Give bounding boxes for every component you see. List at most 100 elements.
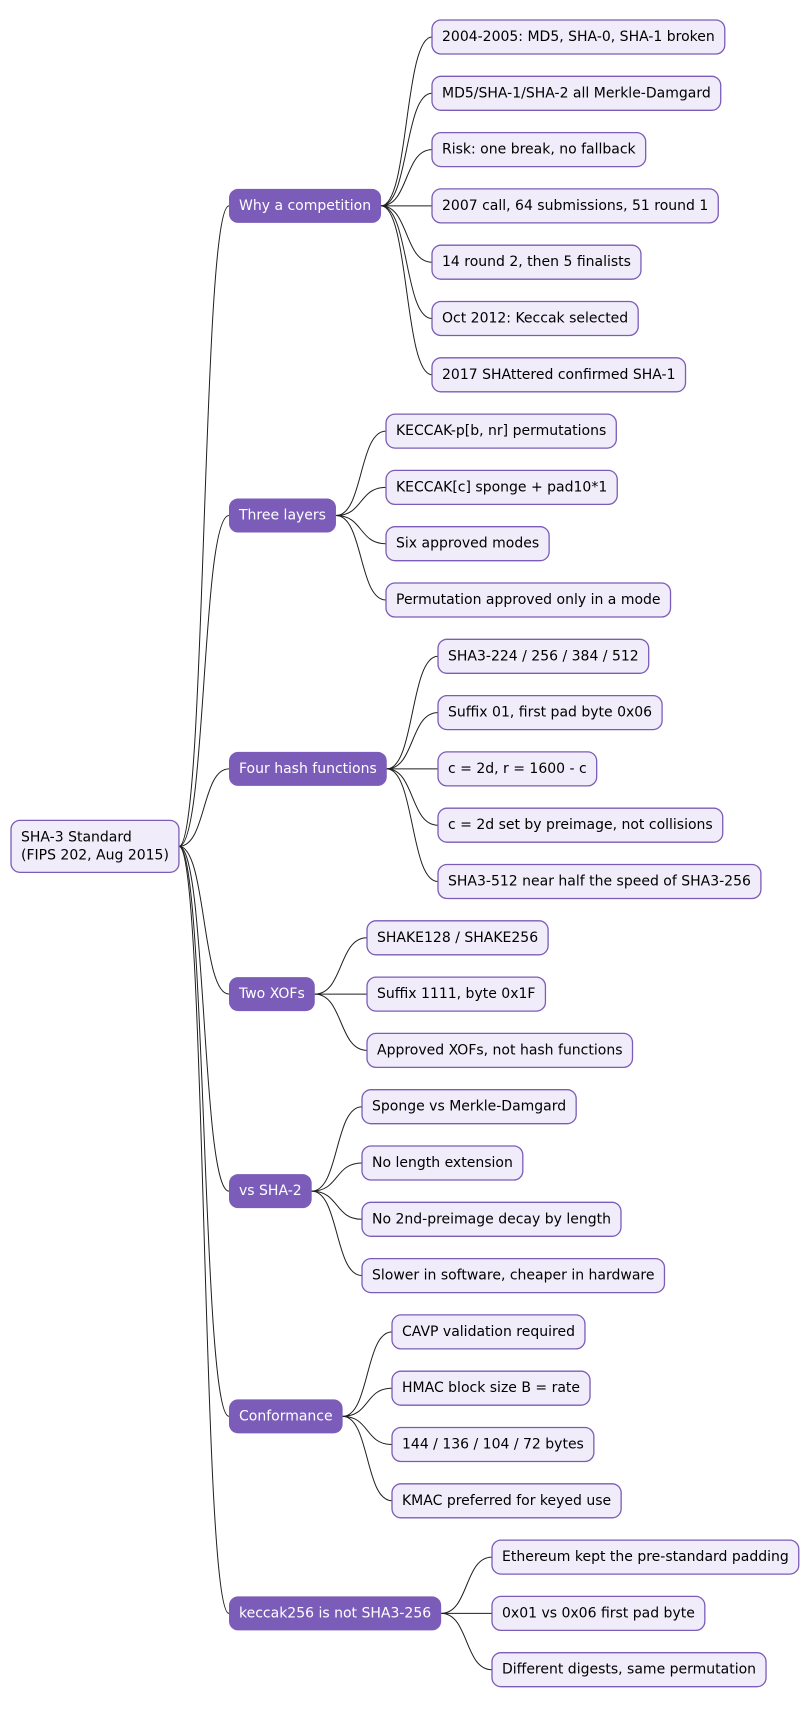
edge-vs-sha-2-0 <box>311 1106 363 1192</box>
leaf-label: 2017 SHAttered confirmed SHA-1 <box>442 367 676 383</box>
branch-conformance: Conformance <box>229 1399 343 1434</box>
edge-root-to-four-hash-functions <box>178 768 230 847</box>
branch-two-xofs-box <box>229 977 315 1012</box>
branch-three-layers-box <box>229 498 336 533</box>
branch-label: keccak256 is not SHA3-256 <box>239 1605 431 1621</box>
leaf-label: c = 2d, r = 1600 - c <box>448 761 587 777</box>
leaf-sponge-vs-merkle-damgard-box <box>361 1089 577 1125</box>
leaf-label: No 2nd-preimage decay by length <box>372 1211 611 1227</box>
leaf-sha3-512-near-half-the-speed-of-sha3-256: SHA3-512 near half the speed of SHA3-256 <box>437 863 762 900</box>
leaf-sha3-224-256-384-512: SHA3-224 / 256 / 384 / 512 <box>437 638 650 674</box>
leaf-144-136-104-72-bytes: 144 / 136 / 104 / 72 bytes <box>391 1426 595 1463</box>
leaf-keccak-c-sponge-pad10-1: KECCAK[c] sponge + pad10*1 <box>385 469 618 506</box>
leaf-2004-2005-md5-sha-0-sha-1-broken: 2004-2005: MD5, SHA-0, SHA-1 broken <box>431 19 726 55</box>
edge-keccak256-is-not-sha3-256-0 <box>441 1556 493 1614</box>
leaf-sha3-224-256-384-512-box <box>437 638 650 674</box>
leaf-c-2d-set-by-preimage-not-collisions: c = 2d set by preimage, not collisions <box>437 807 724 843</box>
leaf-label: 2004-2005: MD5, SHA-0, SHA-1 broken <box>442 29 715 45</box>
edge-root-to-conformance <box>178 845 230 1417</box>
leaf-oct-2012-keccak-selected-box <box>431 300 639 337</box>
edge-conformance-0 <box>342 1331 393 1417</box>
root-node: SHA-3 Standard(FIPS 202, Aug 2015) <box>10 819 180 873</box>
leaf-no-2nd-preimage-decay-by-length-box <box>361 1201 622 1237</box>
leaf-2007-call-64-submissions-51-round-1: 2007 call, 64 submissions, 51 round 1 <box>431 188 719 224</box>
leaf-shake128-shake256: SHAKE128 / SHAKE256 <box>366 920 549 956</box>
leaf-keccak-p-b-nr-permutations-box <box>385 413 617 449</box>
leaf-label: Approved XOFs, not hash functions <box>377 1042 623 1058</box>
leaf-no-2nd-preimage-decay-by-length: No 2nd-preimage decay by length <box>361 1201 622 1237</box>
leaf-c-2d-r-1600-c: c = 2d, r = 1600 - c <box>437 751 598 787</box>
mindmap-nodes: SHA-3 Standard(FIPS 202, Aug 2015) Why a … <box>10 19 800 1688</box>
branch-why-a-competition-box <box>229 188 382 223</box>
leaf-permutation-approved-only-in-a-mode: Permutation approved only in a mode <box>385 582 672 618</box>
edge-conformance-2 <box>342 1415 393 1445</box>
mindmap-edges <box>178 36 493 1671</box>
leaf-sponge-vs-merkle-damgard: Sponge vs Merkle-Damgard <box>361 1089 577 1125</box>
leaf-label: 14 round 2, then 5 finalists <box>442 254 631 270</box>
edge-two-xofs-2 <box>314 993 368 1051</box>
leaf-label: SHA3-512 near half the speed of SHA3-256 <box>448 874 751 890</box>
edge-root-to-three-layers <box>178 515 230 847</box>
leaf-0x01-vs-0x06-first-pad-byte-box <box>491 1595 706 1632</box>
branch-why-a-competition: Why a competition <box>229 188 382 223</box>
leaf-ethereum-kept-the-pre-standard-padding-box <box>491 1539 800 1575</box>
leaf-risk-one-break-no-fallback-box <box>431 131 647 168</box>
leaf-risk-one-break-no-fallback: Risk: one break, no fallback <box>431 131 647 168</box>
leaf-label: MD5/SHA-1/SHA-2 all Merkle-Damgard <box>442 85 711 101</box>
branch-vs-sha-2: vs SHA-2 <box>229 1174 312 1209</box>
leaf-label: KMAC preferred for keyed use <box>402 1493 611 1509</box>
leaf-six-approved-modes: Six approved modes <box>385 526 550 562</box>
branch-keccak256-is-not-sha3-256: keccak256 is not SHA3-256 <box>229 1596 442 1631</box>
leaf-shake128-shake256-box <box>366 920 549 956</box>
edge-why-a-competition-5 <box>381 205 433 319</box>
edge-vs-sha-2-3 <box>311 1190 363 1277</box>
edge-three-layers-3 <box>335 515 387 601</box>
leaf-permutation-approved-only-in-a-mode-box <box>385 582 672 618</box>
leaf-suffix-01-first-pad-byte-0x06: Suffix 01, first pad byte 0x06 <box>437 694 663 731</box>
edge-three-layers-1 <box>335 486 387 517</box>
edge-root-to-vs-sha-2 <box>178 845 230 1192</box>
edge-four-hash-functions-0 <box>386 655 439 770</box>
leaf-no-length-extension: No length extension <box>361 1145 524 1181</box>
leaf-different-digests-same-permutation: Different digests, same permutation <box>491 1652 767 1688</box>
leaf-label: SHA3-224 / 256 / 384 / 512 <box>448 648 639 664</box>
leaf-0x01-vs-0x06-first-pad-byte: 0x01 vs 0x06 first pad byte <box>491 1595 706 1632</box>
root-subtitle: (FIPS 202, Aug 2015) <box>21 847 169 863</box>
branch-vs-sha-2-box <box>229 1174 312 1209</box>
leaf-six-approved-modes-box <box>385 526 550 562</box>
leaf-144-136-104-72-bytes-box <box>391 1426 595 1463</box>
edge-root-to-why-a-competition <box>178 205 230 847</box>
leaf-14-round-2-then-5-finalists: 14 round 2, then 5 finalists <box>431 244 642 280</box>
leaf-label: Different digests, same permutation <box>502 1662 756 1678</box>
leaf-suffix-01-first-pad-byte-0x06-box <box>437 694 663 731</box>
leaf-2017-shattered-confirmed-sha-1-box <box>431 357 687 393</box>
branch-label: Four hash functions <box>239 761 377 777</box>
leaf-label: Slower in software, cheaper in hardware <box>372 1268 654 1284</box>
edge-four-hash-functions-4 <box>386 768 439 882</box>
leaf-label: KECCAK[c] sponge + pad10*1 <box>396 479 607 495</box>
leaf-label: Suffix 1111, byte 0x1F <box>377 986 535 1002</box>
leaf-label: Oct 2012: Keccak selected <box>442 311 628 327</box>
leaf-sha3-512-near-half-the-speed-of-sha3-256-box <box>437 863 762 900</box>
edge-three-layers-0 <box>335 430 387 517</box>
branch-label: Why a competition <box>239 198 371 214</box>
root-node-box <box>10 819 180 873</box>
edge-four-hash-functions-1 <box>386 712 439 770</box>
leaf-label: Ethereum kept the pre-standard padding <box>502 1549 789 1565</box>
leaf-label: Risk: one break, no fallback <box>442 142 637 158</box>
leaf-c-2d-set-by-preimage-not-collisions-box <box>437 807 724 843</box>
leaf-2017-shattered-confirmed-sha-1: 2017 SHAttered confirmed SHA-1 <box>431 357 687 393</box>
edge-why-a-competition-4 <box>381 205 433 263</box>
leaf-label: SHAKE128 / SHAKE256 <box>377 930 538 946</box>
leaf-kmac-preferred-for-keyed-use-box <box>391 1483 622 1519</box>
edge-vs-sha-2-1 <box>311 1162 363 1192</box>
branch-four-hash-functions: Four hash functions <box>229 751 387 786</box>
leaf-label: Six approved modes <box>396 536 539 552</box>
leaf-label: Suffix 01, first pad byte 0x06 <box>448 705 652 721</box>
edge-four-hash-functions-3 <box>386 768 439 826</box>
leaf-label: 0x01 vs 0x06 first pad byte <box>502 1605 695 1621</box>
leaf-approved-xofs-not-hash-functions-box <box>366 1032 634 1069</box>
leaf-label: HMAC block size B = rate <box>402 1380 580 1396</box>
leaf-md5-sha-1-sha-2-all-merkle-damgard-box <box>431 75 722 111</box>
leaf-label: Permutation approved only in a mode <box>396 592 661 608</box>
